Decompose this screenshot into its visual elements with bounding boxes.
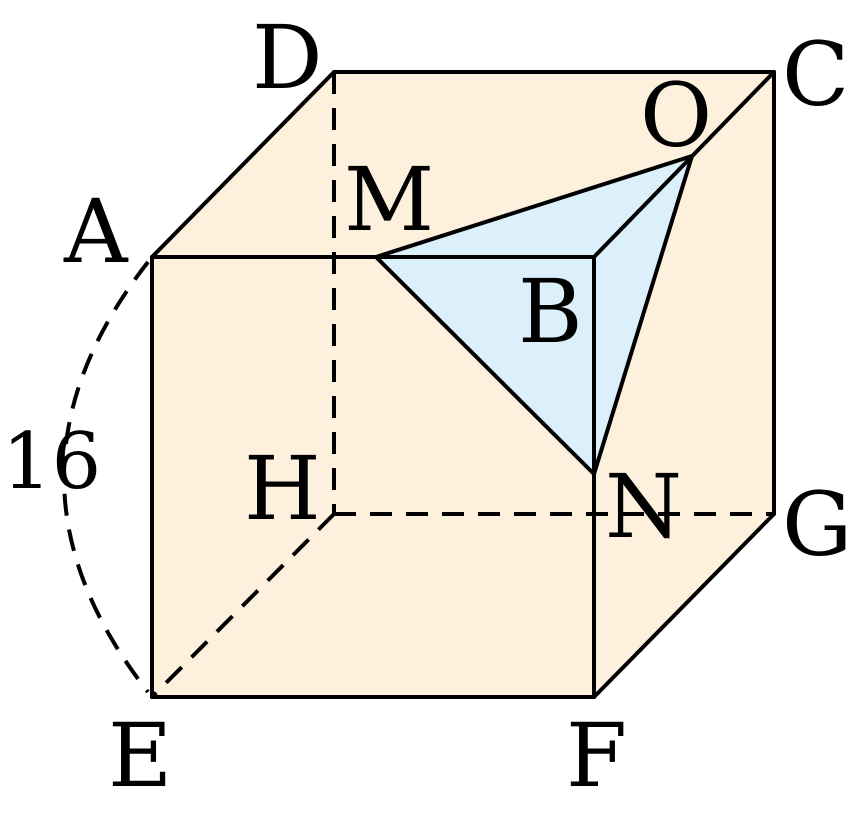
label-m: M: [344, 148, 434, 251]
label-a: A: [63, 180, 129, 283]
edge-length-label: 16: [2, 417, 101, 507]
label-g: G: [782, 473, 852, 576]
label-c: C: [782, 23, 849, 126]
label-f: F: [566, 704, 627, 807]
label-h: H: [244, 437, 321, 540]
label-e: E: [108, 704, 172, 807]
edge-ad: [150, 70, 336, 259]
edge-bc: [592, 70, 776, 259]
label-n: N: [605, 455, 682, 558]
dimension-arc: [62, 260, 150, 694]
label-d: D: [252, 6, 323, 109]
label-b: B: [518, 260, 583, 363]
edge-fg: [592, 512, 776, 699]
front-face: [152, 257, 594, 697]
label-o: O: [640, 64, 712, 167]
hidden-edge-he: [150, 512, 336, 699]
